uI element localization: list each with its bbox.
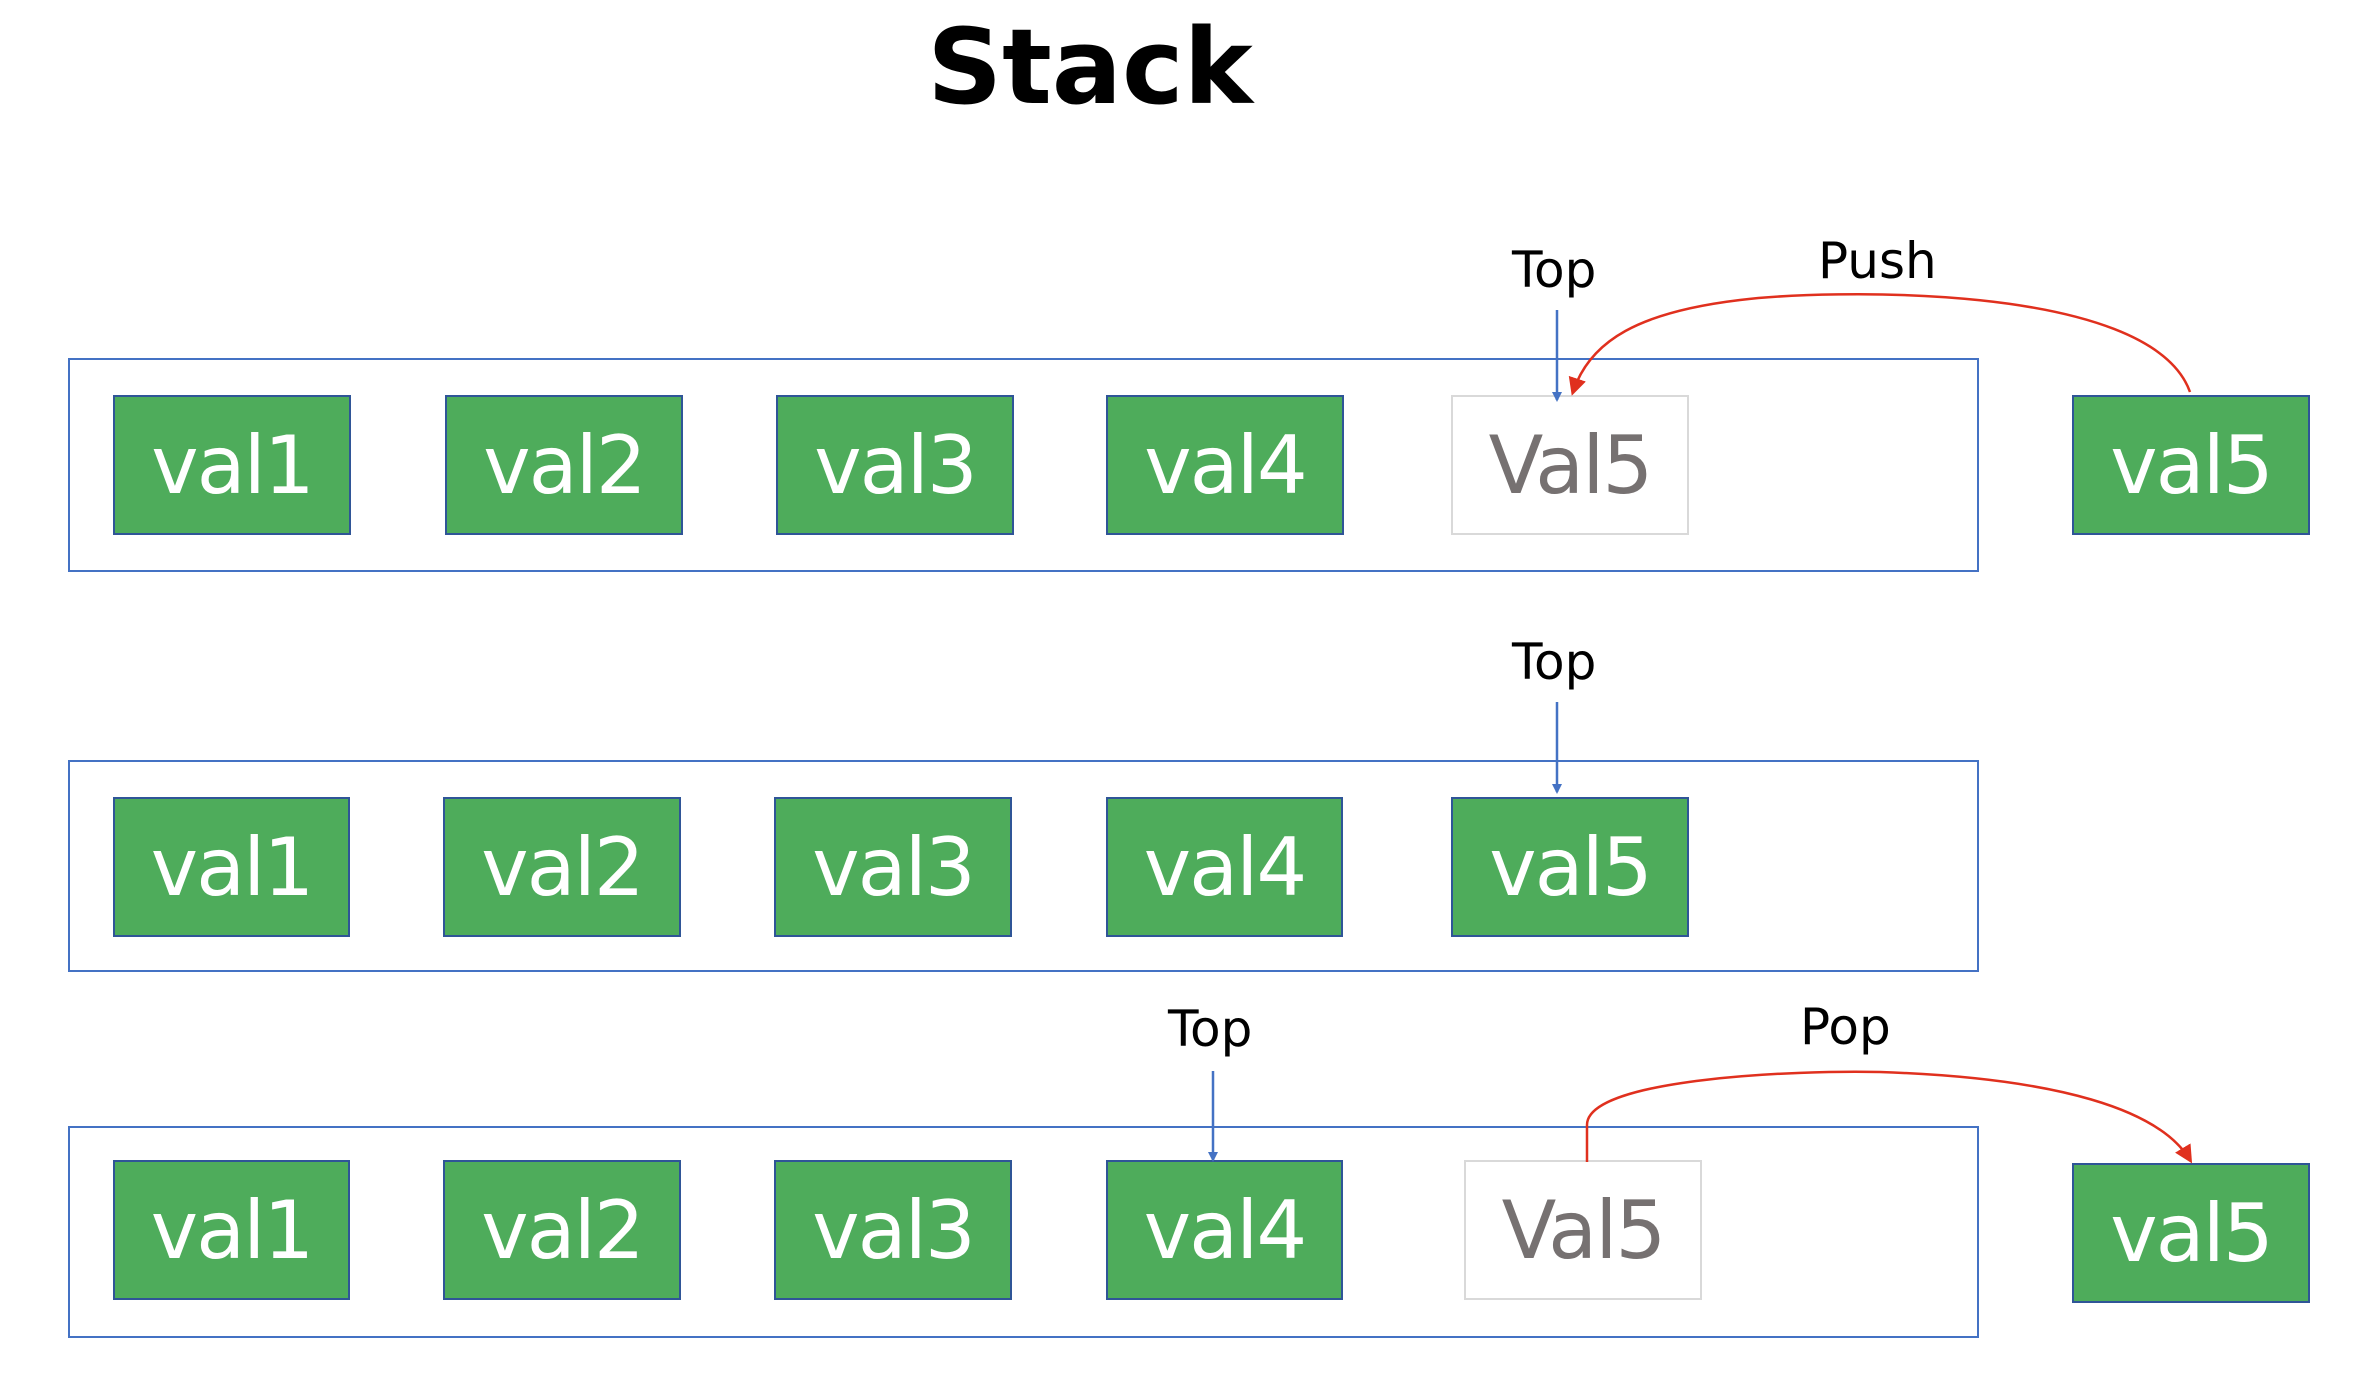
- top-label: Top: [1168, 1000, 1253, 1058]
- stack-frame-push: [68, 358, 1979, 572]
- stack-cell: val2: [445, 395, 683, 535]
- pop-target-cell: val5: [2072, 1163, 2310, 1303]
- stack-frame-middle: [68, 760, 1979, 972]
- stack-cell: val4: [1106, 395, 1344, 535]
- top-label: Top: [1512, 241, 1597, 299]
- stack-cell: val5: [1451, 797, 1689, 937]
- stack-cell: val3: [774, 797, 1012, 937]
- pop-label: Pop: [1800, 998, 1891, 1056]
- diagram-title: Stack: [927, 6, 1253, 128]
- stack-cell: val1: [113, 395, 351, 535]
- incoming-slot: Val5: [1451, 395, 1689, 535]
- stack-cell: val2: [443, 797, 681, 937]
- push-label: Push: [1818, 232, 1937, 290]
- stack-cell: val2: [443, 1160, 681, 1300]
- stack-cell: val4: [1106, 1160, 1343, 1300]
- removed-slot: Val5: [1464, 1160, 1702, 1300]
- top-label: Top: [1512, 633, 1597, 691]
- stack-cell: val3: [776, 395, 1014, 535]
- stack-frame-pop: [68, 1126, 1979, 1338]
- stack-cell: val3: [774, 1160, 1012, 1300]
- stack-cell: val1: [113, 797, 350, 937]
- stack-cell: val1: [113, 1160, 350, 1300]
- push-source-cell: val5: [2072, 395, 2310, 535]
- stack-cell: val4: [1106, 797, 1343, 937]
